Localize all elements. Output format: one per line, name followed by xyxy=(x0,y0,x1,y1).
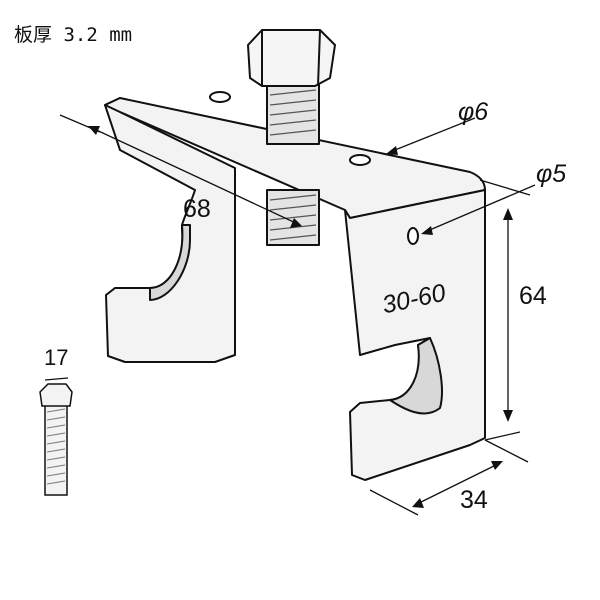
hole-side xyxy=(407,227,419,245)
width-label: 68 xyxy=(183,195,211,223)
hole-top-1 xyxy=(209,91,231,103)
phi5-leader xyxy=(424,184,536,233)
dim-34-line xyxy=(414,462,501,506)
dim-17-line xyxy=(44,377,69,381)
height-label: 64 xyxy=(519,282,547,310)
dim-68-line xyxy=(89,126,301,226)
spare-bolt xyxy=(39,383,73,496)
left-hook-slot xyxy=(149,224,191,301)
phi6-leader xyxy=(389,117,476,153)
bolt-hex-label: 17 xyxy=(44,345,69,370)
bolt-head xyxy=(247,29,336,87)
plate-thickness-label: 板厚 3.2 mm xyxy=(14,24,133,46)
depth-label: 34 xyxy=(460,486,488,514)
right-hook-slot xyxy=(389,337,443,415)
hole-large-label: φ6 xyxy=(458,98,489,126)
hole-small-label: φ5 xyxy=(536,160,567,188)
hole-top-2 xyxy=(349,154,371,166)
